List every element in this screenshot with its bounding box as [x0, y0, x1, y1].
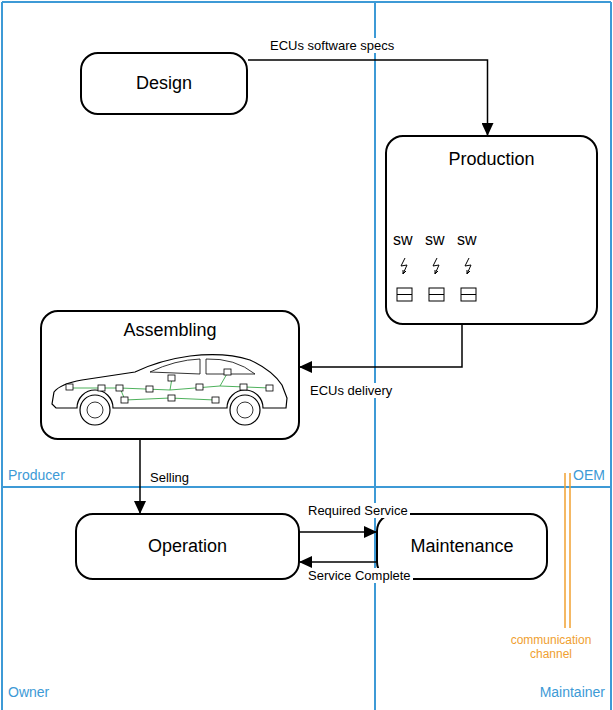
process-box: Operation	[75, 513, 300, 580]
car-wheel	[230, 395, 260, 425]
box-title: Assembling	[123, 320, 216, 341]
car-ecus	[66, 369, 273, 403]
ecu-chip	[397, 294, 412, 295]
software-label: sw	[393, 231, 413, 249]
ecu-chip	[429, 294, 444, 295]
channel-label: communication channel	[505, 634, 597, 662]
region-label: Owner	[8, 684, 49, 700]
region-divider	[2, 486, 611, 488]
region-divider	[374, 2, 376, 710]
region-border	[2, 1, 611, 3]
software-label: sw	[457, 231, 477, 249]
software-label: sw	[425, 231, 445, 249]
car-wheel	[87, 402, 103, 418]
flow-arrow	[300, 561, 376, 563]
communication-channel-lines	[565, 473, 570, 628]
edge-label: Selling	[148, 470, 191, 485]
edge-label: Required Service	[306, 503, 410, 518]
lightning-symbol	[433, 258, 439, 274]
box-title: Production	[448, 149, 534, 170]
car-wheel	[80, 395, 110, 425]
car-wheel	[237, 402, 253, 418]
region-border	[610, 2, 612, 710]
channel-line	[569, 473, 571, 628]
car-windows	[150, 359, 255, 374]
ecu-chip	[461, 288, 476, 301]
edge-label: Service Complete	[306, 568, 413, 583]
edge-label: ECUs delivery	[308, 383, 394, 398]
process-box: Assembling	[40, 310, 300, 440]
lightning-symbol	[401, 258, 407, 274]
flow-arrow	[139, 440, 141, 513]
region-border	[1, 2, 3, 710]
flow-arrow	[248, 60, 488, 135]
box-title: Operation	[148, 536, 227, 557]
region-label: Maintainer	[540, 684, 605, 700]
process-box: Design	[80, 52, 248, 115]
lightning-symbol	[465, 258, 471, 274]
channel-line	[564, 473, 566, 628]
ecu-symbols	[397, 258, 476, 301]
flow-arrow	[300, 531, 376, 533]
edge-label: ECUs software specs	[268, 38, 396, 53]
ecu-chip	[429, 288, 444, 301]
flow-arrow	[300, 325, 462, 367]
ecu-chip	[397, 288, 412, 301]
car-wiring	[70, 372, 270, 400]
ecu-chip	[461, 294, 476, 295]
region-label: Producer	[8, 467, 65, 483]
process-box: Production	[385, 135, 598, 325]
box-title: Design	[136, 73, 192, 94]
box-title: Maintenance	[410, 536, 513, 557]
region-label: OEM	[573, 467, 605, 483]
car-illustration	[52, 355, 287, 425]
